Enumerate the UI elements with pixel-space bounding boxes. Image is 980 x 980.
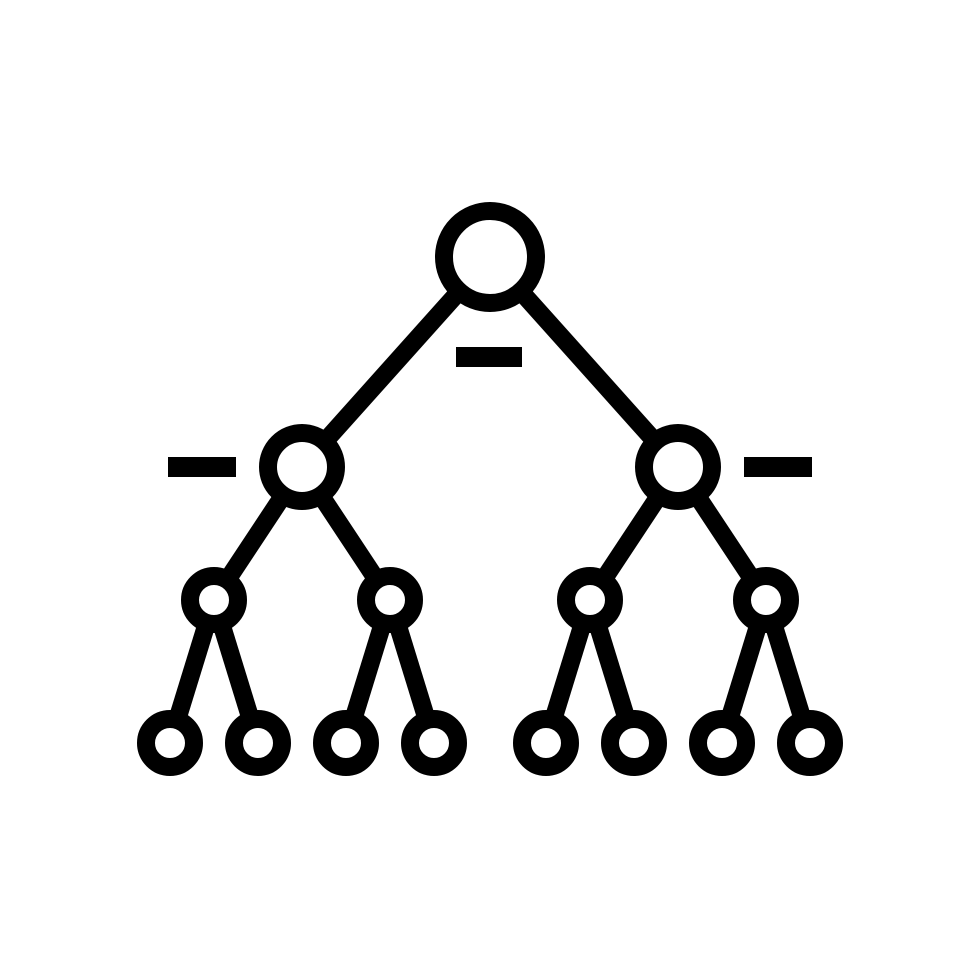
dash-mark-right (744, 457, 812, 477)
leaf-node-circle-1 (137, 710, 203, 776)
leaf-node-circle-2 (225, 710, 291, 776)
root-node-circle (435, 202, 545, 312)
leaf-node-circle-8 (777, 710, 843, 776)
leaf-node-circle-3 (313, 710, 379, 776)
tree-dashes (168, 347, 812, 477)
dash-mark-center (456, 347, 522, 367)
level2-node-circle-2 (357, 567, 423, 633)
leaf-node-circle-5 (513, 710, 579, 776)
tree-nodes (137, 202, 843, 776)
level1-node-circle-2 (635, 424, 721, 510)
leaf-node-circle-6 (601, 710, 667, 776)
level2-node-circle-4 (733, 567, 799, 633)
level1-node-circle-1 (259, 424, 345, 510)
tree-edges (161, 250, 819, 746)
leaf-node-circle-7 (689, 710, 755, 776)
leaf-node-circle-4 (401, 710, 467, 776)
level2-node-circle-3 (557, 567, 623, 633)
level2-node-circle-1 (181, 567, 247, 633)
dash-mark-left (168, 457, 236, 477)
